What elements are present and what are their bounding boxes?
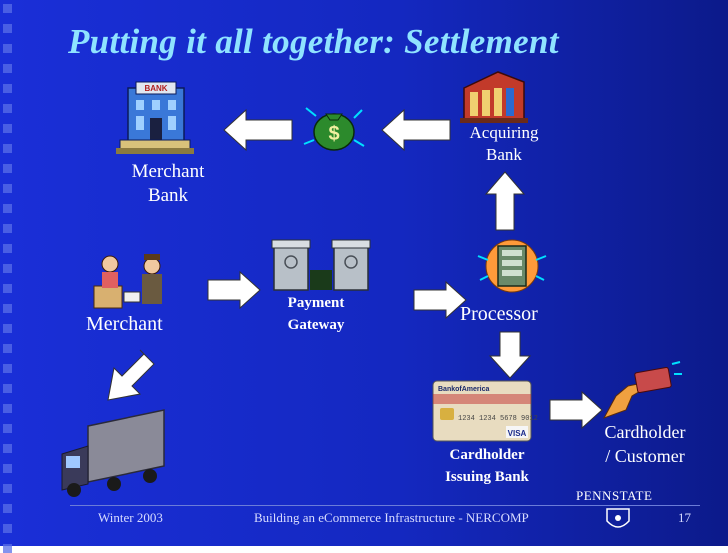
merchant-bank-icon: BANK: [116, 81, 194, 154]
slide-title: Putting it all together: Settlement: [68, 22, 559, 61]
footer-date: Winter 2003: [98, 510, 163, 525]
truck-icon: [61, 409, 165, 497]
acquiring-bank-icon: [460, 71, 528, 123]
arrow-up-to-acquiring-bank: [484, 171, 526, 231]
strip-square: [3, 44, 12, 53]
card-bank-name: BankofAmerica: [438, 386, 489, 393]
issuing-bank-label-line1: Cardholder: [449, 447, 525, 463]
merchant-bank-label-line1: Merchant: [131, 161, 205, 182]
payment-gateway-label-line2: Gateway: [287, 317, 345, 333]
strip-square: [3, 144, 12, 153]
acquiring-bank-label-line2: Bank: [486, 145, 522, 164]
cardholder-label-line1: Cardholder: [604, 422, 686, 442]
credit-card-icon: BankofAmerica 1234 1234 5678 9012 VISA: [432, 380, 538, 442]
strip-square: [3, 504, 12, 513]
strip-square: [3, 544, 12, 553]
strip-square: [3, 484, 12, 493]
strip-square: [3, 204, 12, 213]
svg-text:$: $: [328, 123, 339, 145]
left-decoration-strip: [0, 0, 22, 553]
strip-square: [3, 224, 12, 233]
strip-square: [3, 304, 12, 313]
strip-square: [3, 324, 12, 333]
merchant-label: Merchant: [86, 313, 163, 335]
strip-square: [3, 444, 12, 453]
strip-square: [3, 4, 12, 13]
payment-gateway-label-line1: Payment: [287, 295, 345, 311]
payment-gateway-label: Payment Gateway: [268, 292, 364, 336]
strip-square: [3, 364, 12, 373]
strip-square: [3, 84, 12, 93]
money-bag-icon: $: [303, 107, 365, 151]
cardholder-label: Cardholder / Customer: [588, 420, 702, 468]
merchant-bank-label-line2: Bank: [147, 185, 189, 206]
strip-square: [3, 24, 12, 33]
cardholder-hand-icon: [602, 361, 682, 419]
footer-page-number: 17: [678, 510, 691, 525]
strip-square: [3, 264, 12, 273]
card-number: 1234 1234 5678 9012: [458, 415, 538, 423]
strip-square: [3, 384, 12, 393]
strip-square: [3, 404, 12, 413]
strip-square: [3, 104, 12, 113]
arrow-down-to-issuing-bank: [488, 331, 532, 379]
strip-square: [3, 124, 12, 133]
cardholder-label-line2: / Customer: [605, 446, 685, 466]
card-brand: VISA: [508, 429, 527, 438]
merchant-bank-label: Merchant Bank: [110, 160, 226, 208]
arrow-to-merchant-bank: [223, 108, 293, 152]
issuing-bank-label-line2: Issuing Bank: [445, 469, 529, 485]
arrow-down-to-truck: [107, 349, 155, 401]
strip-square: [3, 244, 12, 253]
strip-square: [3, 524, 12, 533]
arrow-to-payment-gateway: [207, 270, 261, 310]
arrow-to-money-bag: [381, 108, 451, 152]
acquiring-bank-label-line1: Acquiring: [469, 123, 539, 142]
payment-gateway-icon: [271, 239, 371, 291]
footer-rule: [70, 505, 700, 506]
strip-square: [3, 164, 12, 173]
arrow-to-processor: [413, 280, 467, 320]
strip-square: [3, 344, 12, 353]
acquiring-bank-label: Acquiring Bank: [452, 122, 556, 166]
arrow-to-cardholder: [549, 390, 603, 430]
pennstate-logo-text: PENNSTATE: [576, 488, 653, 503]
strip-square: [3, 464, 12, 473]
processor-icon: [477, 239, 547, 293]
strip-square: [3, 284, 12, 293]
footer-title: Building an eCommerce Infrastructure - N…: [254, 510, 529, 525]
merchant-scene-icon: [93, 254, 162, 309]
strip-square: [3, 184, 12, 193]
pennstate-shield-icon: [606, 508, 630, 528]
issuing-bank-label: Cardholder Issuing Bank: [424, 444, 550, 488]
strip-square: [3, 64, 12, 73]
bank-sign-text: BANK: [144, 84, 167, 93]
strip-square: [3, 424, 12, 433]
processor-label: Processor: [460, 303, 538, 325]
